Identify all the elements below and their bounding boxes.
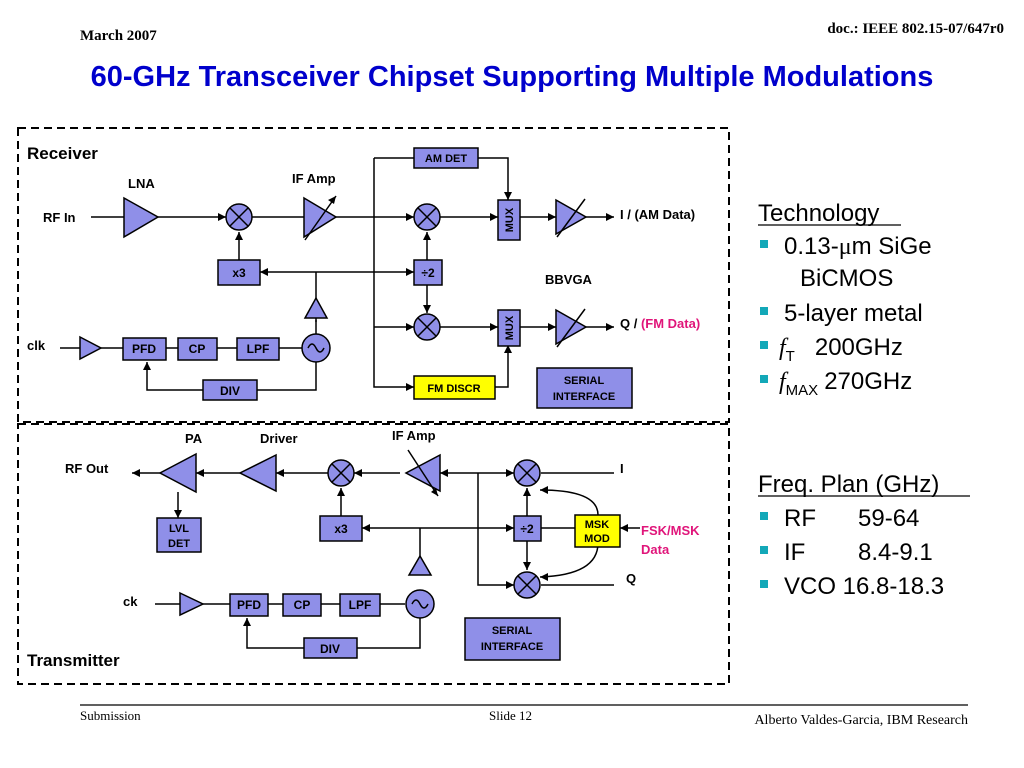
document-id: doc.: IEEE 802.15-07/647r0: [827, 21, 1004, 37]
page-title: 60-GHz Transceiver Chipset Supporting Mu…: [91, 61, 934, 93]
rx-lpf-block: LPF: [247, 342, 270, 356]
bullet-square-icon: [760, 580, 768, 588]
q-fm-data-output: Q / (FM Data): [620, 316, 700, 331]
bullet-square-icon: [760, 240, 768, 248]
rx-serial-line1: SERIAL: [564, 375, 605, 387]
receiver-label: Receiver: [27, 144, 98, 163]
tx-lpf-block: LPF: [349, 598, 372, 612]
lna-label: LNA: [128, 176, 155, 191]
i-am-data-output: I / (AM Data): [620, 207, 695, 222]
tx-div2-block: ÷2: [520, 522, 534, 536]
msk-mod-line1: MSK: [585, 519, 610, 531]
rx-serial-line2: INTERFACE: [553, 391, 615, 403]
msk-mod-line2: MOD: [584, 533, 610, 545]
tech-node: 0.13-μm SiGe: [784, 233, 932, 260]
tx-i-label: I: [620, 461, 624, 476]
tx-pfd-block: PFD: [237, 598, 261, 612]
freq-plan-heading: Freq. Plan (GHz): [758, 471, 939, 498]
footer-slide-number: Slide 12: [489, 708, 532, 723]
freq-plan-panel: Freq. Plan (GHz) RF 59-64 IF 8.4-9.1 VCO…: [758, 471, 970, 600]
rf-in-label: RF In: [43, 210, 76, 225]
tech-metal: 5-layer metal: [784, 300, 923, 327]
tx-serial-line1: SERIAL: [492, 625, 533, 637]
fsk-msk-label-line2: Data: [641, 542, 670, 557]
rx-cp-block: CP: [189, 342, 206, 356]
footer-author: Alberto Valdes-Garcia, IBM Research: [754, 713, 968, 728]
freq-vco: VCO 16.8-18.3: [784, 573, 944, 600]
rx-x3-block: x3: [232, 266, 246, 280]
fsk-msk-label-line1: FSK/MSK: [641, 523, 700, 538]
rx-if-amp-label: IF Amp: [292, 171, 336, 186]
date-label: March 2007: [80, 28, 157, 44]
technology-panel: Technology 0.13-μm SiGe BiCMOS 5-layer m…: [758, 200, 932, 399]
tx-if-amp-label: IF Amp: [392, 428, 436, 443]
tx-cp-block: CP: [294, 598, 311, 612]
rx-div2-block: ÷2: [421, 266, 435, 280]
tx-div-block: DIV: [320, 642, 340, 656]
rx-div-block: DIV: [220, 384, 240, 398]
bullet-square-icon: [760, 512, 768, 520]
bbvga-label: BBVGA: [545, 272, 593, 287]
lvl-det-line2: DET: [168, 538, 190, 550]
tech-node-line2: BiCMOS: [800, 265, 893, 292]
bullet-square-icon: [760, 341, 768, 349]
am-det-block: AM DET: [425, 153, 467, 165]
rx-clk-label: clk: [27, 338, 46, 353]
tx-ck-label: ck: [123, 594, 138, 609]
tx-serial-line2: INTERFACE: [481, 641, 543, 653]
lvl-det-line1: LVL: [169, 523, 189, 535]
rf-out-label: RF Out: [65, 461, 109, 476]
technology-heading: Technology: [758, 200, 879, 227]
freq-rf-name: RF: [784, 505, 816, 532]
mux-i-block: MUX: [504, 207, 516, 232]
freq-if-value: 8.4-9.1: [858, 539, 933, 566]
freq-if-name: IF: [784, 539, 805, 566]
mux-q-block: MUX: [504, 315, 516, 340]
transmitter-diagram: [132, 449, 640, 661]
transmitter-label: Transmitter: [27, 651, 120, 670]
bullet-square-icon: [760, 375, 768, 383]
tx-q-label: Q: [626, 571, 636, 586]
bullet-square-icon: [760, 307, 768, 315]
receiver-frame: [17, 127, 730, 423]
pa-label: PA: [185, 431, 203, 446]
tx-x3-block: x3: [334, 522, 348, 536]
rx-pfd-block: PFD: [132, 342, 156, 356]
freq-rf-value: 59-64: [858, 505, 919, 532]
footer-submission: Submission: [80, 708, 141, 723]
driver-label: Driver: [260, 431, 298, 446]
transmitter-frame: [17, 423, 730, 685]
receiver-diagram: [60, 147, 633, 409]
bullet-square-icon: [760, 546, 768, 554]
fm-discr-block: FM DISCR: [427, 383, 480, 395]
